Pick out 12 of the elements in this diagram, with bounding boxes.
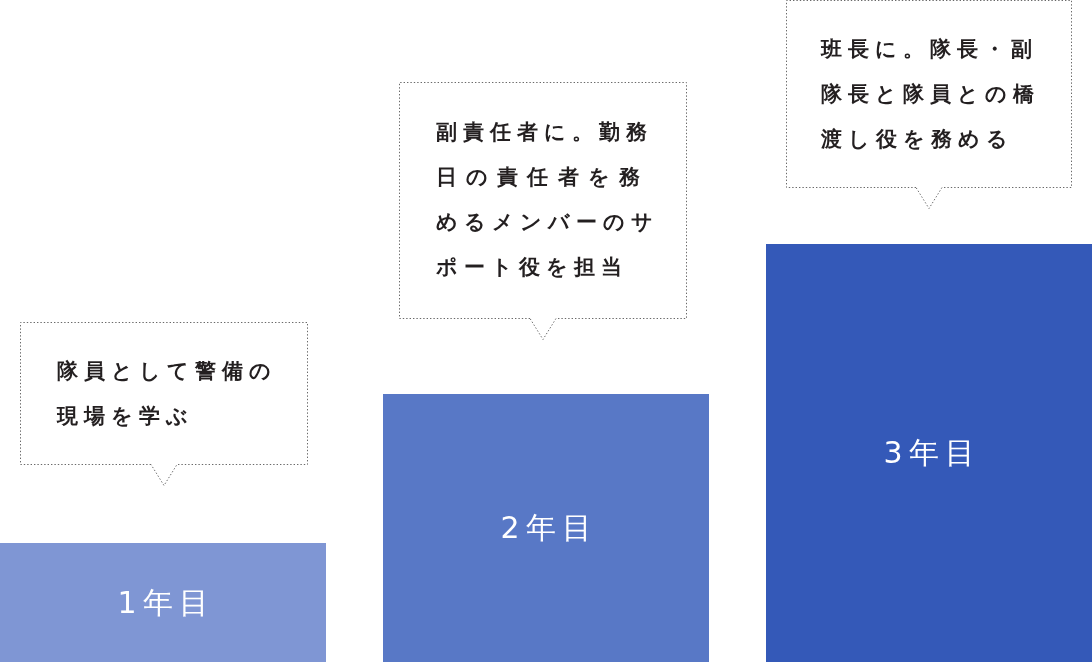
speech-bubble [399, 82, 687, 340]
bubble-text: 副責任者に。勤務日の責任者を務めるメンバーのサポート役を担当 [436, 119, 652, 281]
step-label: 1年目 [116, 584, 215, 621]
step-block [766, 244, 1092, 662]
bubble-text: 班長に。隊長・副隊長と隊員との橋渡し役を務める [821, 36, 1037, 153]
step-block [383, 394, 709, 662]
speech-bubble [786, 0, 1072, 209]
step-block [0, 543, 326, 662]
step-label: 3年目 [882, 435, 981, 471]
speech-bubble [20, 322, 308, 486]
step-label: 2年目 [499, 510, 598, 546]
bubble-text: 隊員として警備の現場を学ぶ [57, 358, 273, 430]
